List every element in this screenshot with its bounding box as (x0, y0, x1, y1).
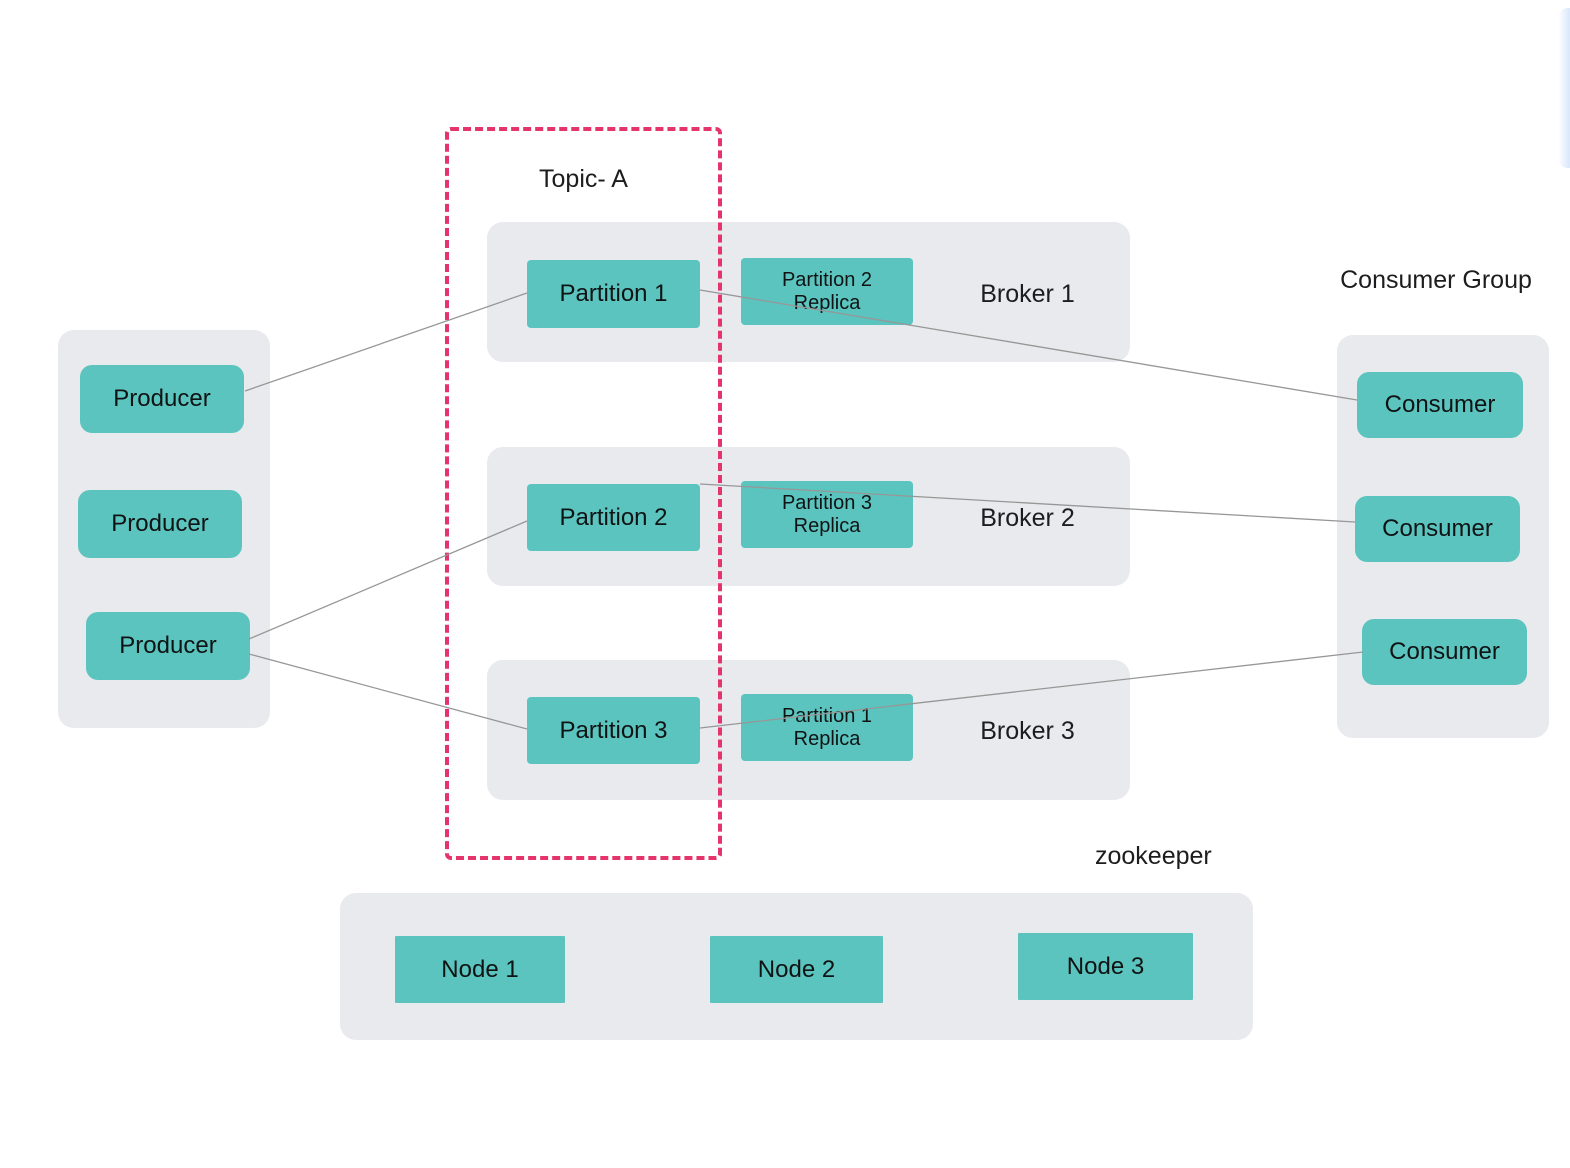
producer-1-box: Producer (80, 365, 244, 433)
replica-label-line2: Replica (793, 727, 861, 750)
zookeeper-label: zookeeper (1095, 842, 1212, 870)
node-2-box: Node 2 (710, 936, 883, 1003)
consumer-3-box: Consumer (1362, 619, 1527, 685)
topic-a-label: Topic- A (539, 165, 628, 193)
replica-label-line2: Replica (793, 291, 861, 314)
partition-3-box: Partition 3 (527, 697, 700, 764)
window-edge-artifact (1558, 8, 1570, 168)
broker-2-label: Broker 2 (980, 504, 1075, 532)
node-1-box: Node 1 (395, 936, 565, 1003)
partition-1-box: Partition 1 (527, 260, 700, 328)
producer-2-box: Producer (78, 490, 242, 558)
broker-3-label: Broker 3 (980, 717, 1075, 745)
partition-3-replica-box: Partition 3 Replica (741, 481, 913, 548)
broker-1-label: Broker 1 (980, 280, 1075, 308)
partition-2-box: Partition 2 (527, 484, 700, 551)
replica-label-line1: Partition 1 (781, 704, 873, 727)
consumer-1-box: Consumer (1357, 372, 1523, 438)
partition-1-replica-box: Partition 1 Replica (741, 694, 913, 761)
node-3-box: Node 3 (1018, 933, 1193, 1000)
replica-label-line2: Replica (793, 514, 861, 537)
consumer-group-label: Consumer Group (1340, 266, 1532, 294)
producer-3-box: Producer (86, 612, 250, 680)
consumer-2-box: Consumer (1355, 496, 1520, 562)
partition-2-replica-box: Partition 2 Replica (741, 258, 913, 325)
replica-label-line1: Partition 3 (781, 491, 873, 514)
replica-label-line1: Partition 2 (781, 268, 873, 291)
